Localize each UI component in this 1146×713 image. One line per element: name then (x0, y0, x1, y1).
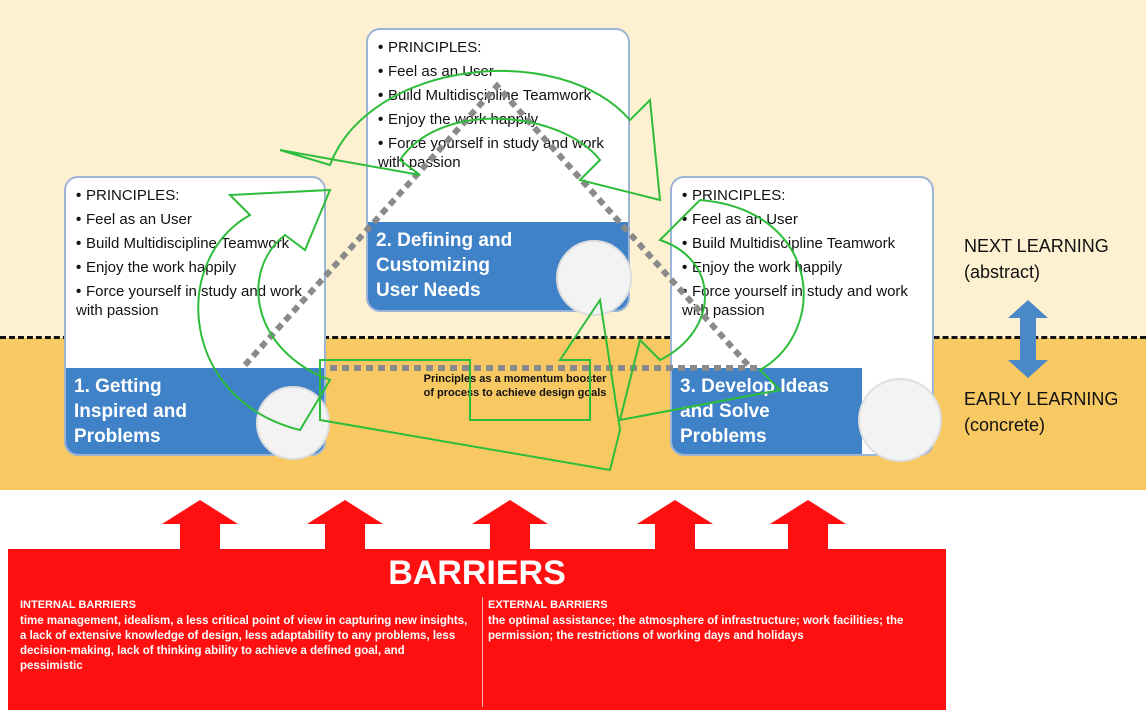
barrier-up-arrow-icon (162, 500, 238, 549)
stage-1-principles: •PRINCIPLES: •Feel as an User •Build Mul… (66, 178, 324, 320)
cycle-arrow-right (618, 198, 805, 422)
internal-barriers-text: time management, idealism, a less critic… (20, 615, 468, 672)
stage-1-card: •PRINCIPLES: •Feel as an User •Build Mul… (64, 176, 326, 456)
cycle-arrow-left (197, 188, 332, 432)
principle-item: •Feel as an User (378, 63, 494, 80)
principle-item: •Force yourself in study and work with p… (76, 283, 302, 319)
barrier-up-arrow-icon (307, 500, 383, 549)
stage-2-sketch-image (556, 240, 632, 316)
barriers-title: BARRIERS (388, 554, 566, 592)
principle-item: •PRINCIPLES: (682, 187, 786, 204)
external-barriers-heading: EXTERNAL BARRIERS (488, 599, 608, 611)
cycle-arrow-bottom (319, 297, 622, 472)
next-learning-label: NEXT LEARNING (abstract) (964, 236, 1109, 282)
level-transition-arrow-icon (1008, 300, 1048, 378)
external-barriers: EXTERNAL BARRIERS the optimal assistance… (488, 599, 933, 644)
early-learning-label: EARLY LEARNING (concrete) (964, 389, 1119, 435)
barrier-up-arrow-icon (770, 500, 846, 549)
internal-barriers-heading: INTERNAL BARRIERS (20, 599, 136, 611)
barriers-separator (482, 597, 483, 707)
principle-item: •Enjoy the work happily (682, 259, 843, 276)
barriers-box: BARRIERS INTERNAL BARRIERS time manageme… (8, 549, 946, 710)
stage-2-principles: •PRINCIPLES: •Feel as an User •Build Mul… (368, 30, 628, 172)
principle-item: •Enjoy the work happily (76, 259, 237, 276)
dotted-process-triangle (242, 81, 751, 368)
internal-barriers: INTERNAL BARRIERS time management, ideal… (20, 599, 470, 674)
stage-3-principles: •PRINCIPLES: •Feel as an User •Build Mul… (672, 178, 932, 320)
principle-item: •PRINCIPLES: (76, 187, 180, 204)
stage-1-sketch-image (256, 386, 330, 460)
barrier-up-arrow-icon (637, 500, 713, 549)
principle-item: •Build Multidiscipline Teamwork (682, 235, 896, 252)
barrier-up-arrow-icon (472, 500, 548, 549)
principle-item: •Feel as an User (682, 211, 798, 228)
principle-item: •Feel as an User (76, 211, 192, 228)
external-barriers-text: the optimal assistance; the atmosphere o… (488, 615, 904, 642)
principle-item: •Build Multidiscipline Teamwork (76, 235, 290, 252)
cycle-arrow-top (279, 70, 662, 202)
stage-3-sketch-image (858, 378, 942, 462)
stage-3-title: 3. Develop Ideas and Solve Problems (672, 368, 862, 454)
learning-divider-line (0, 336, 1146, 339)
principle-item: •PRINCIPLES: (378, 39, 482, 56)
